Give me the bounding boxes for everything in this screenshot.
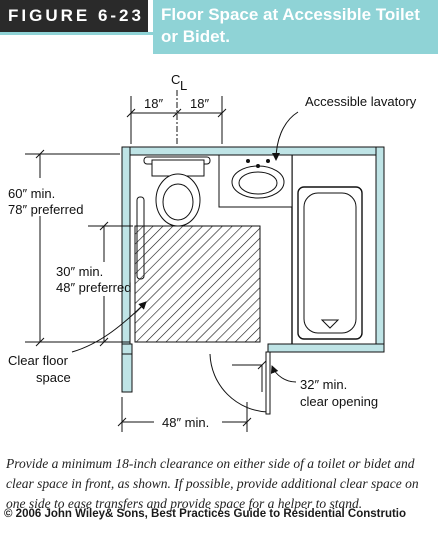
opening-label-2: clear opening (300, 394, 378, 409)
figure-caption: Provide a minimum 18-inch clearance on e… (6, 456, 419, 511)
depth-label-2: 48″ preferred (56, 280, 131, 295)
centerline-dimension: C L 18″ 18″ (126, 72, 227, 144)
header-rule (0, 32, 153, 35)
clear-floor-label-1: Clear floor (8, 353, 69, 368)
depth-label-1: 30″ min. (56, 264, 103, 279)
width-label: 48″ min. (162, 415, 209, 430)
clear-floor-label-2: space (36, 370, 71, 385)
accessible-lavatory-icon (218, 154, 293, 208)
figure-title-line-2: or Bidet. (161, 27, 230, 46)
clear-floor-space (134, 225, 261, 343)
floor-plan-diagram: C L 18″ 18″ Accessible lavatory 60″ min.… (8, 72, 417, 432)
copyright-notice: © 2006 John Wiley& Sons, Best Practices … (4, 508, 407, 520)
figure-title: Floor Space at Accessible Toilet or Bide… (153, 0, 438, 54)
lavatory-label: Accessible lavatory (305, 94, 417, 109)
depth-dimension: 30″ min. 48″ preferred (56, 221, 133, 347)
toilet-icon (151, 159, 205, 227)
width-dimension: 48″ min. (117, 397, 252, 432)
figure-title-line-1: Floor Space at Accessible Toilet (161, 5, 420, 24)
centerline-symbol: C (171, 72, 180, 87)
dim-left-18: 18″ (144, 96, 163, 111)
opening-label-1: 32″ min. (300, 377, 347, 392)
centerline-subscript: L (180, 78, 187, 93)
bathtub-icon (297, 186, 363, 340)
height-label-2: 78″ preferred (8, 202, 83, 217)
door-icon (209, 351, 271, 415)
figure-number-badge: FIGURE 6-23 (0, 0, 148, 32)
dim-right-18: 18″ (190, 96, 209, 111)
height-dimension: 60″ min. 78″ preferred (8, 149, 130, 347)
height-label-1: 60″ min. (8, 186, 55, 201)
